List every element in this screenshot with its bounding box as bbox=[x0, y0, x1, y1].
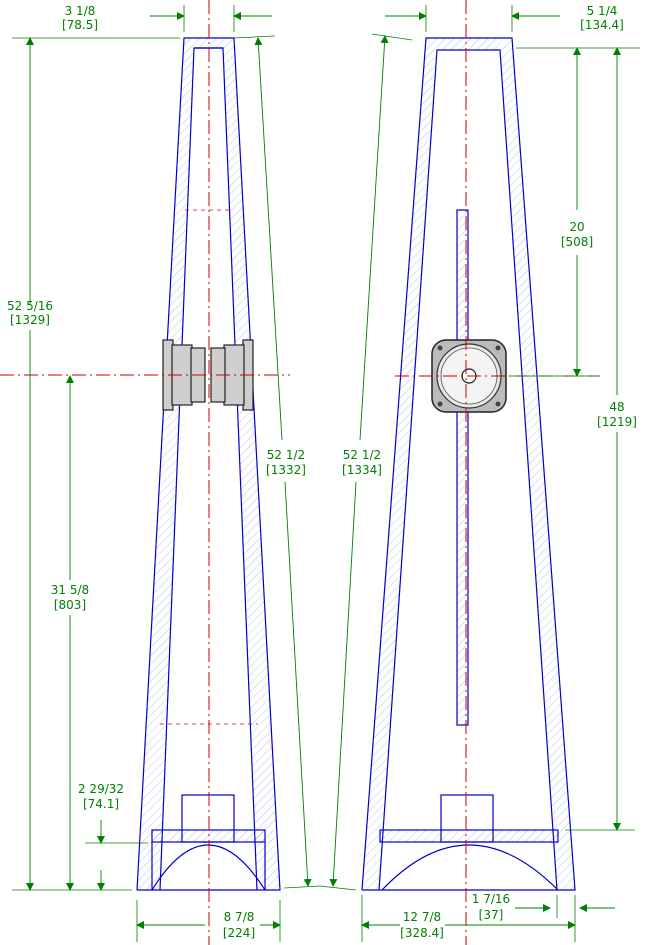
dim-top-side-mm: [134.4] bbox=[580, 18, 624, 32]
front-port-tube bbox=[181, 794, 235, 843]
dim-base-side-in: 12 7/8 bbox=[403, 910, 441, 924]
dim-base-height-mm: [74.1] bbox=[83, 797, 119, 811]
dim-driver-top-in: 20 bbox=[569, 220, 584, 234]
side-top-cap bbox=[437, 38, 500, 50]
side-view bbox=[361, 0, 600, 945]
dim-base-front-in: 8 7/8 bbox=[224, 910, 255, 924]
front-view bbox=[0, 0, 290, 945]
dim-slant-front-mm: [1332] bbox=[266, 463, 306, 477]
dim-base-offset-mm: [37] bbox=[479, 908, 504, 922]
side-shelf-hatch bbox=[380, 830, 558, 842]
side-left-wall bbox=[362, 38, 437, 890]
dim-driver-height-mm: [803] bbox=[54, 598, 86, 612]
side-baffle bbox=[456, 209, 469, 726]
dimension-lines bbox=[12, 5, 640, 942]
dim-driver-top-mm: [508] bbox=[561, 235, 593, 249]
dim-slant-front-in: 52 1/2 bbox=[267, 448, 305, 462]
dim-slant-side-in: 52 1/2 bbox=[343, 448, 381, 462]
dimension-labels: 3 1/8 [78.5] 5 1/4 [134.4] 52 5/16 [1329… bbox=[7, 4, 637, 940]
dim-base-side-mm: [328.4] bbox=[400, 926, 444, 940]
front-left-wall bbox=[137, 38, 194, 890]
front-right-wall bbox=[223, 38, 280, 890]
dim-top-side-in: 5 1/4 bbox=[587, 4, 618, 18]
dim-driver-height-in: 31 5/8 bbox=[51, 583, 89, 597]
dim-base-offset-in: 1 7/16 bbox=[472, 892, 510, 906]
dim-overall-height-in: 52 5/16 bbox=[7, 299, 53, 313]
side-port-tube bbox=[440, 794, 494, 843]
dim-side-height-in: 48 bbox=[609, 400, 624, 414]
dim-side-height-mm: [1219] bbox=[597, 415, 637, 429]
side-outer-outline bbox=[361, 37, 576, 891]
front-base-arch bbox=[151, 844, 266, 891]
side-baffle-hatch bbox=[457, 210, 468, 725]
dim-overall-height-mm: [1329] bbox=[10, 313, 50, 327]
dim-base-front-mm: [224] bbox=[223, 926, 255, 940]
dim-base-height-in: 2 29/32 bbox=[78, 782, 124, 796]
dim-top-front-mm: [78.5] bbox=[62, 18, 98, 32]
dim-top-front-in: 3 1/8 bbox=[65, 4, 96, 18]
side-inner-outline bbox=[378, 49, 558, 891]
side-right-wall bbox=[500, 38, 575, 890]
side-base-arch bbox=[381, 844, 559, 891]
dim-slant-side-mm: [1334] bbox=[342, 463, 382, 477]
